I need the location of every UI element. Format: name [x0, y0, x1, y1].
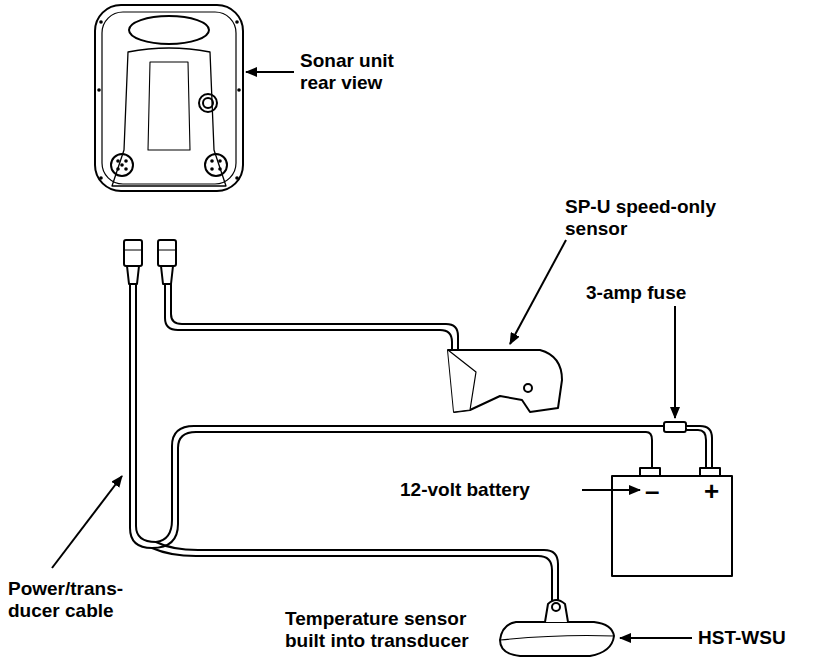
model-label: HST-WSU: [698, 627, 818, 649]
battery-label: 12-volt battery: [400, 479, 580, 501]
leader-arrows: [52, 72, 692, 638]
terminal-sign: +: [704, 478, 728, 504]
speed-sensor: [448, 350, 562, 412]
terminal-sign: –: [645, 478, 669, 504]
fuse-label: 3-amp fuse: [586, 282, 746, 304]
transducer-label: Temperature sensor built into transducer: [285, 608, 500, 652]
unit-label: Sonar unit rear view: [300, 50, 430, 94]
cable-plugs: [124, 240, 176, 284]
sonar-unit: [95, 5, 243, 191]
power-transducer-cable: [130, 284, 664, 622]
transducer: [500, 600, 614, 656]
sensor-label: SP-U speed-only sensor: [565, 196, 745, 240]
cable-label: Power/trans- ducer cable: [8, 578, 140, 622]
speed-sensor-cable: [165, 284, 458, 352]
battery: [612, 468, 732, 576]
